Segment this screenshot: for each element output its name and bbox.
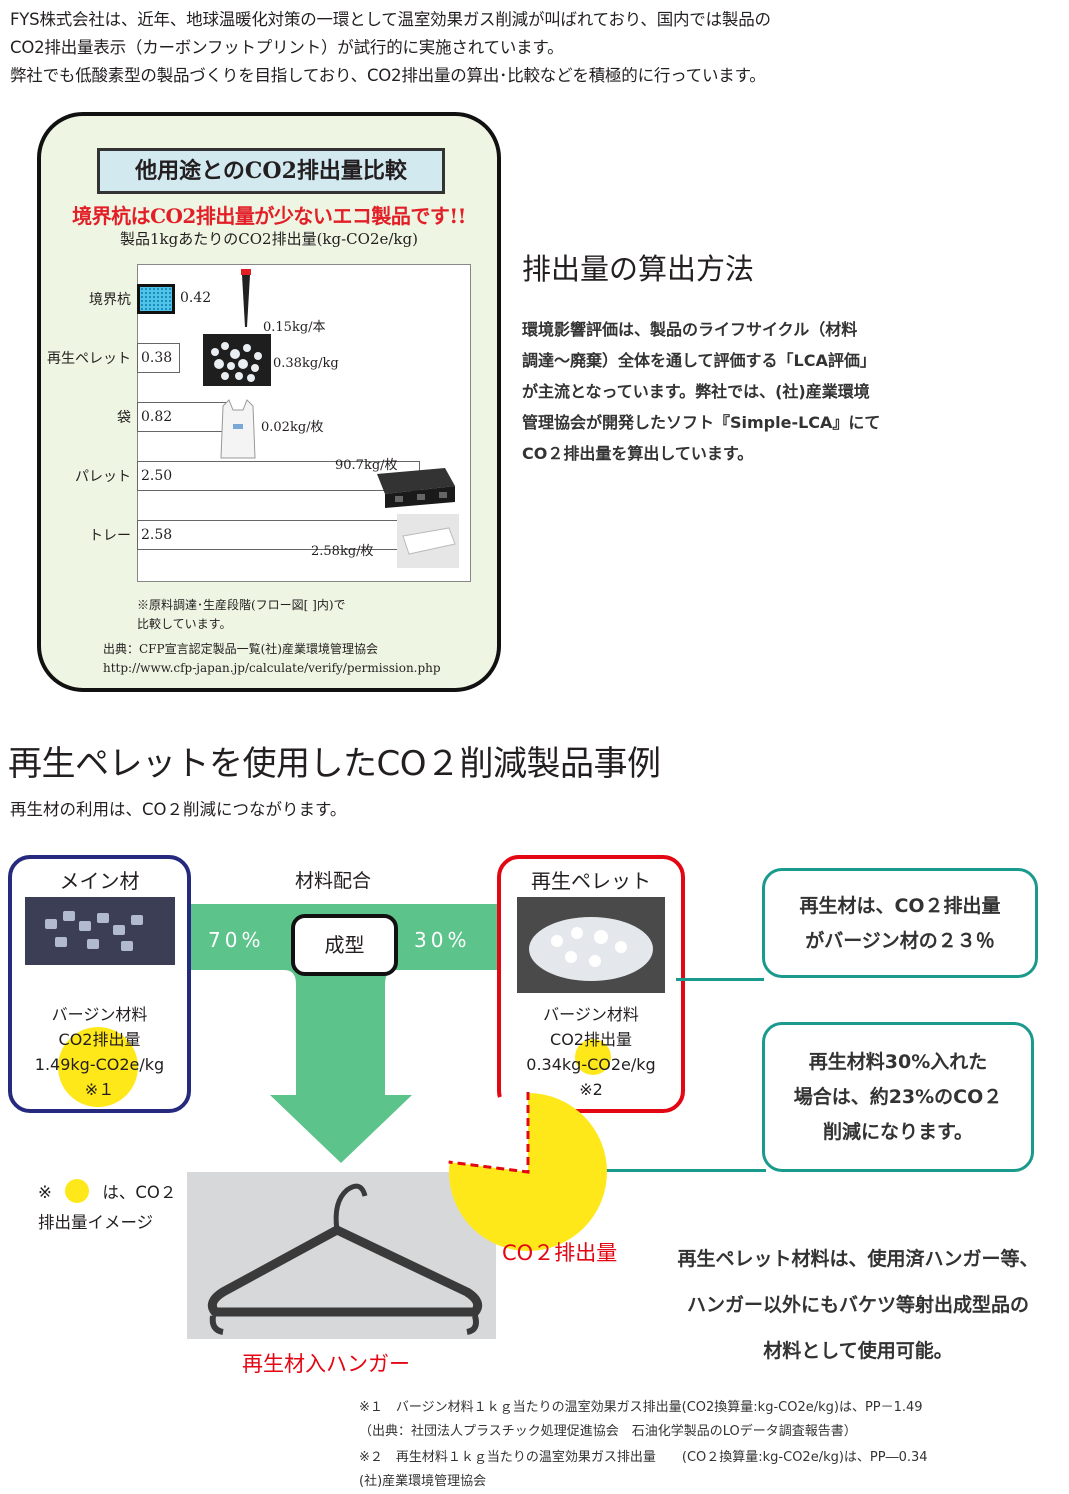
- chart-note-line: 比較しています。: [137, 617, 232, 631]
- product-stake-weight: 0.15kg/本: [263, 320, 326, 335]
- main-material-info: バージン材料 CO2排出量 1.49kg-CO2e/kg ※１: [12, 1002, 187, 1102]
- main-info-line: CO2排出量: [58, 1030, 141, 1049]
- panel-catch-copy: 境界杭はCO2排出量が少ないエコ製品です!!: [72, 204, 466, 228]
- main-info-line: ※１: [84, 1080, 115, 1099]
- main-info-line: バージン材料: [51, 1005, 148, 1024]
- main-material-box: メイン材 バージン材料 CO2排出量 1.49kg-CO2e/kg ※１: [8, 855, 191, 1113]
- footnote-2-source: (社)産業環境管理協会: [359, 1474, 487, 1489]
- footnote-1: ※１ バージン材料１ｋｇ当たりの温室効果ガス排出量(CO2換算量:kg-CO2e…: [359, 1400, 923, 1415]
- footnote-2: ※２ 再生材料１ｋｇ当たりの温室効果ガス排出量 (CO２換算量:kg-CO2e/…: [359, 1450, 928, 1465]
- chart-source-line: 出典：CFP宣言認定製品一覧(社)産業環境管理協会: [103, 642, 378, 656]
- chart-unit-label: 製品1kgあたりのCO2排出量(kg-CO2e/kg): [120, 230, 418, 248]
- main-material-title: メイン材: [59, 869, 140, 893]
- method-title: 排出量の算出方法: [522, 252, 755, 286]
- callout2-connector: [566, 1169, 766, 1172]
- legend-prefix: ※: [38, 1183, 52, 1202]
- pct-right: 30%: [414, 928, 471, 952]
- pellet-info-line: ※2: [579, 1080, 603, 1099]
- bar-category-label: 再生ペレット: [47, 351, 131, 367]
- callout1-line: 再生材は、CO２排出量: [799, 895, 1001, 917]
- panel-title: 他用途とのCO2排出量比較: [97, 148, 445, 194]
- legend-line2: 排出量イメージ: [38, 1213, 154, 1232]
- hanger-icon: [207, 1183, 483, 1335]
- molding-box: 成型: [291, 914, 398, 976]
- bar-category-label: トレー: [89, 528, 131, 544]
- recycled-pellet-info: バージン材料 CO2排出量 0.34kg-CO2e/kg ※2: [501, 1002, 681, 1102]
- callout1-connector: [676, 978, 764, 981]
- intro-line: CO2排出量表示（カーボンフットプリント）が試行的に実施されています。: [10, 38, 564, 57]
- hanger-label: 再生材入ハンガー: [242, 1352, 410, 1376]
- method-line: 環境影響評価は、製品のライフサイクル（材料: [522, 320, 858, 339]
- section-subtitle: 再生材の利用は、CO２削減につながります。: [10, 800, 347, 819]
- bar-value-label: 0.42: [180, 290, 212, 306]
- recycled-pellet-image: [517, 897, 665, 993]
- recycled-pellet-title: 再生ペレット: [531, 869, 651, 893]
- usage-line: 再生ペレット材料は、使用済ハンガー等、: [677, 1248, 1039, 1270]
- virgin-pellet-image: [25, 897, 175, 965]
- intro-line: 弊社でも低酸素型の製品づくりを目指しており、CO2排出量の算出･比較などを積極的…: [10, 66, 766, 85]
- chart-source: 出典：CFP宣言認定製品一覧(社)産業環境管理協会 http://www.cfp…: [103, 640, 441, 678]
- legend-suffix: は、CO２: [102, 1183, 177, 1202]
- main-info-line: 1.49kg-CO2e/kg: [34, 1055, 165, 1074]
- pellet-info-line: バージン材料: [543, 1005, 639, 1024]
- boundary-stake-image: [241, 269, 251, 327]
- callout-reduction: 再生材料30%入れた 場合は、約23%のCO２ 削減になります。: [762, 1022, 1034, 1172]
- intro-text: FYS株式会社は、近年、地球温暖化対策の一環として温室効果ガス削減が叫ばれており…: [10, 6, 771, 90]
- footnote-1-source: （出典：社団法人プラスチック処理促進協会 石油化学製品のLOデータ調査報告書）: [359, 1424, 857, 1439]
- bar-category-label: 袋: [117, 410, 131, 426]
- bar: 2.50: [137, 461, 421, 491]
- callout2-line: 削減になります。: [822, 1121, 974, 1143]
- co2-legend: ※ は、CO２ 排出量イメージ: [38, 1178, 176, 1238]
- usage-note: 再生ペレット材料は、使用済ハンガー等、 ハンガー以外にもバケツ等射出成型品の 材…: [648, 1236, 1068, 1374]
- method-line: CO２排出量を算出しています。: [522, 444, 754, 463]
- product-tray-weight: 2.58kg/枚: [311, 544, 374, 559]
- pie-label: CO２排出量: [502, 1241, 618, 1265]
- product-bag-weight: 0.02kg/枚: [261, 420, 324, 435]
- chart-note-line: ※原料調達･生産段階(フロー図[ ]内)で: [137, 598, 346, 612]
- pellet-info-line: 0.34kg-CO2e/kg: [526, 1055, 656, 1074]
- pallet-image: [377, 468, 455, 508]
- pellet-info-line: CO2排出量: [550, 1030, 632, 1049]
- recycled-pellet-box: 再生ペレット バージン材料 CO2排出量 0.34kg-CO2e/kg ※2: [497, 855, 685, 1113]
- co2-reduction-pie: [448, 1092, 607, 1251]
- method-line: 管理協会が開発したソフト『Simple-LCA』にて: [522, 413, 881, 432]
- bar: 0.82: [137, 402, 230, 432]
- callout2-line: 再生材料30%入れた: [808, 1051, 988, 1073]
- method-line: 調達～廃棄）全体を通して評価する「LCA評価」: [522, 351, 876, 370]
- chart-note: ※原料調達･生産段階(フロー図[ ]内)で 比較しています。: [137, 596, 346, 634]
- callout1-line: がバージン材の２３％: [805, 930, 995, 952]
- chart-source-url: http://www.cfp-japan.jp/calculate/verify…: [103, 661, 441, 675]
- bar: [137, 284, 175, 314]
- co2-yellow-circle-pellet: [575, 1039, 611, 1075]
- usage-line: ハンガー以外にもバケツ等射出成型品の: [686, 1294, 1029, 1316]
- pellet-image: [203, 334, 271, 386]
- co2-comparison-panel: 他用途とのCO2排出量比較 境界杭はCO2排出量が少ないエコ製品です!! 製品1…: [37, 112, 501, 692]
- bar: 0.38: [137, 343, 181, 373]
- bar-category-label: パレット: [75, 469, 131, 485]
- callout2-line: 場合は、約23%のCO２: [793, 1086, 1003, 1108]
- product-pellet-weight: 0.38kg/kg: [273, 356, 339, 371]
- hanger-photo: [187, 1172, 496, 1339]
- product-pallet-weight: 90.7kg/枚: [335, 458, 398, 473]
- callout-ratio: 再生材は、CO２排出量 がバージン材の２３％: [762, 868, 1038, 978]
- plastic-bag-image: [220, 399, 256, 459]
- method-text: 環境影響評価は、製品のライフサイクル（材料 調達～廃棄）全体を通して評価する「L…: [522, 314, 952, 469]
- bar-category-label: 境界杭: [89, 292, 131, 308]
- co2-yellow-circle-main: [58, 1027, 138, 1107]
- pct-left: 70%: [208, 928, 265, 952]
- intro-line: FYS株式会社は、近年、地球温暖化対策の一環として温室効果ガス削減が叫ばれており…: [10, 10, 771, 29]
- method-line: が主流となっています。弊社では、(社)産業環境: [522, 382, 870, 401]
- section-title: 再生ペレットを使用したCO２削減製品事例: [8, 744, 661, 784]
- mix-label: 材料配合: [295, 870, 372, 892]
- yellow-dot-icon: [65, 1179, 90, 1203]
- usage-line: 材料として使用可能。: [763, 1340, 953, 1362]
- tray-image: [397, 514, 459, 568]
- bar: 2.58: [137, 520, 430, 550]
